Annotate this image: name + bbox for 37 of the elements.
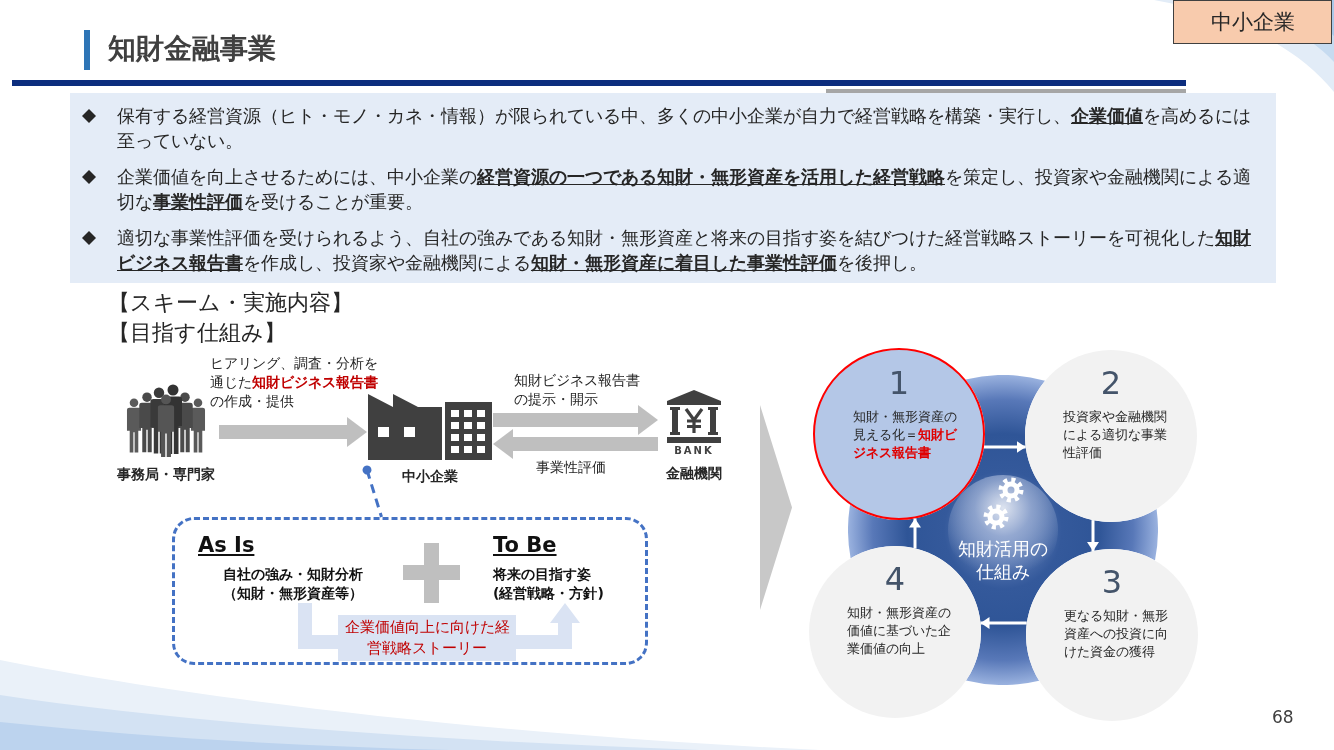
- column-heading: As Is: [198, 532, 256, 559]
- node-label: 金融機関: [666, 464, 722, 483]
- arrow: [219, 417, 367, 447]
- step-number: 3: [1100, 563, 1124, 601]
- edge-label: 知財ビジネス報告書の提示・開示: [514, 371, 641, 409]
- step-text: 知財・無形資産の見える化＝知財ビジネス報告書: [853, 408, 958, 462]
- arrow: [980, 617, 1027, 629]
- column-heading: To Be: [493, 532, 558, 559]
- section-heading: 【目指す仕組み】: [108, 319, 286, 347]
- section-heading: 【スキーム・実施内容】: [108, 289, 353, 317]
- bullet-text: 保有する経営資源（ヒト・モノ・カネ・情報）が限られている中、多くの中小企業が自力で経営戦略を構築・実行し、企業価値を高めるには至っていない。: [117, 104, 1252, 153]
- step-text: 知財・無形資産の価値に基づいた企業価値の向上: [847, 604, 952, 658]
- step-text: 更なる知財・無形資産への投資に向けた資金の獲得: [1064, 607, 1169, 661]
- center-label: 知財活用の仕組み: [957, 537, 1049, 583]
- page-number: 68: [1272, 706, 1294, 728]
- bullet-text: 適切な事業性評価を受けられるよう、自社の強みである知財・無形資産と将来の目指す姿を結びつけた経営戦略ストーリーを可視化した知財ビジネス報告書を作成し、投資家や金融機関による知財・無形資産に着目した事業性評価を後押し。: [117, 226, 1252, 275]
- node-label: 事務局・専門家: [117, 465, 215, 484]
- step-number: 1: [887, 364, 911, 402]
- category-tag: 中小企業: [1173, 0, 1332, 44]
- node-label: 中小企業: [402, 467, 458, 486]
- bullet-text: 企業価値を向上させるためには、中小企業の経営資源の一つである知財・無形資産を活用した経営戦略を策定し、投資家や金融機関による適切な事業性評価を受けることが重要。: [117, 165, 1252, 214]
- arrow: [493, 405, 658, 435]
- edge-label: ヒアリング、調査・分析を通じた知財ビジネス報告書の作成・提供: [210, 354, 379, 411]
- edge-label: 事業性評価: [535, 458, 607, 477]
- step-number: 4: [883, 560, 907, 598]
- step-text: 投資家や金融機関による適切な事業性評価: [1063, 408, 1168, 462]
- bank-sign-text: BANK: [674, 445, 714, 457]
- column-text: 自社の強み・知財分析（知財・無形資産等）: [222, 565, 364, 603]
- slide-title: 知財金融事業: [108, 31, 276, 67]
- arrow: [984, 441, 1026, 453]
- arrow: [1087, 520, 1099, 552]
- edge-label: 企業価値向上に向けた経営戦略ストーリー: [338, 615, 516, 661]
- arrow: [493, 429, 658, 459]
- arrow: [909, 518, 921, 549]
- column-text: 将来の目指す姿(経営戦略・方針): [493, 565, 605, 603]
- step-number: 2: [1099, 364, 1123, 402]
- leader-line: [362, 465, 383, 518]
